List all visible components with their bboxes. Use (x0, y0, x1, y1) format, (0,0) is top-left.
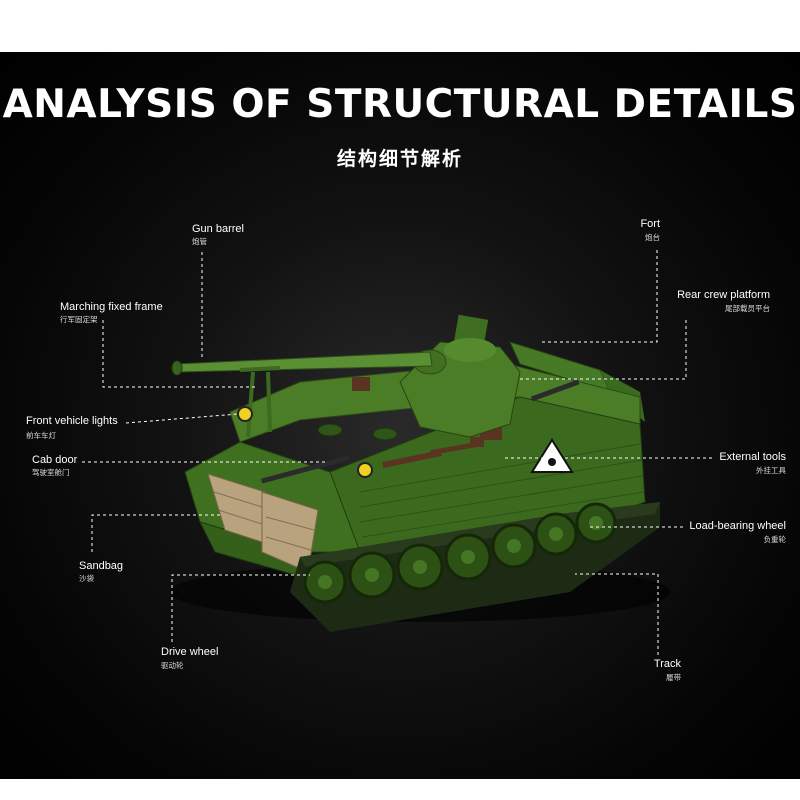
leader-rear-platform (520, 320, 687, 380)
leader-sandbag (91, 514, 220, 552)
tank-model (170, 314, 670, 632)
external-tool-1 (261, 455, 350, 484)
sandbags-shape (207, 473, 319, 573)
label-drive-wheel-zh: 驱动轮 (161, 661, 184, 670)
label-drive-wheel: Drive wheel (161, 646, 219, 658)
front-light-1 (237, 406, 253, 422)
gun-barrel-shape (171, 351, 433, 376)
page-subtitle: 结构细节解析 (336, 148, 463, 170)
label-marching-frame-zh: 行军固定架 (60, 315, 98, 324)
load-wheels-shape (348, 502, 617, 599)
front-light-2 (357, 462, 373, 478)
leader-lines (82, 250, 715, 655)
leader-front-lights (125, 413, 239, 424)
leader-fort (540, 250, 658, 343)
label-load-wheel-zh: 负重轮 (763, 535, 787, 544)
label-marching-frame: Marching fixed frame (60, 301, 163, 313)
label-track-zh: 履带 (666, 673, 681, 682)
label-rear-platform: Rear crew platform (677, 289, 770, 301)
label-cab-door: Cab door (32, 454, 78, 466)
leader-drive-wheel (171, 574, 310, 642)
label-external-tools-zh: 外挂工具 (756, 466, 786, 475)
warning-sign (530, 438, 574, 473)
label-fort-zh: 炮台 (645, 233, 660, 242)
label-fort: Fort (640, 218, 660, 230)
external-tool-2 (530, 379, 580, 402)
cab-door-2 (372, 427, 398, 441)
diagram-panel: ANALYSIS OF STRUCTURAL DETAILS 结构细节解析 (0, 52, 800, 779)
marching-frame-shape (239, 366, 281, 438)
label-sandbag: Sandbag (79, 560, 124, 572)
page-title: ANALYSIS OF STRUCTURAL DETAILS (2, 82, 798, 127)
label-sandbag-zh: 沙袋 (79, 574, 94, 583)
label-rear-platform-zh: 尾部载员平台 (725, 304, 770, 313)
label-cab-door-zh: 驾驶室舱门 (32, 468, 70, 477)
label-gun-barrel-zh: 炮管 (192, 237, 207, 246)
label-external-tools: External tools (719, 451, 786, 463)
label-front-lights: Front vehicle lights (26, 415, 118, 427)
label-gun-barrel: Gun barrel (192, 223, 244, 235)
label-front-lights-zh: 前车车灯 (26, 431, 56, 440)
label-load-wheel: Load-bearing wheel (689, 520, 786, 532)
leader-track (575, 573, 659, 655)
tank-diagram (82, 250, 715, 655)
label-track: Track (653, 658, 681, 670)
leader-marching-frame (102, 320, 255, 388)
cab-door-1 (317, 423, 343, 437)
ammo-box-1 (352, 377, 370, 391)
